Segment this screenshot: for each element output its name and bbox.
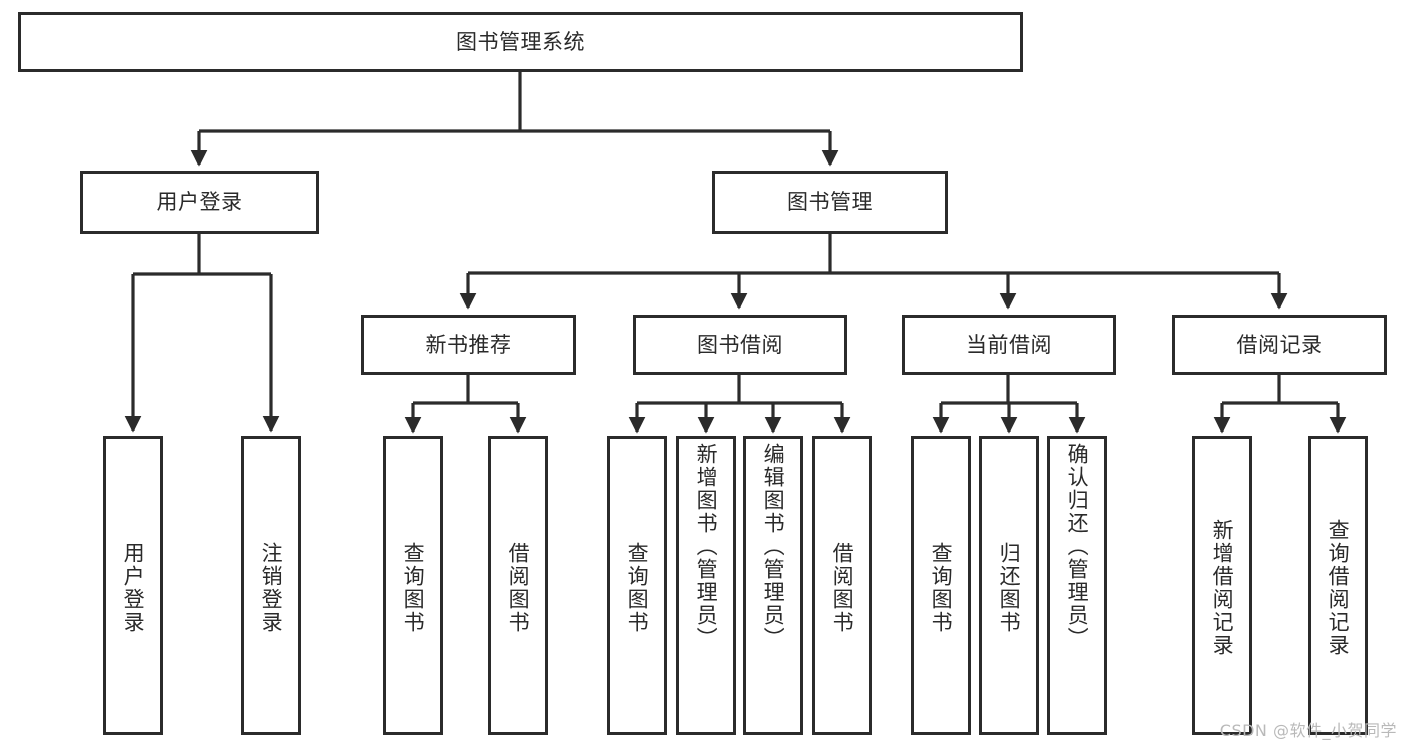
node-leaf-add-record-label: 新增借阅记录	[1210, 518, 1235, 657]
node-leaf-borrow-book-2-label: 借阅图书	[830, 541, 855, 634]
node-leaf-query-book-2-label: 查询图书	[625, 541, 650, 634]
node-leaf-query-record[interactable]: 查询借阅记录	[1308, 436, 1368, 735]
node-user-login-label: 用户登录	[156, 190, 243, 215]
node-leaf-borrow-book-2[interactable]: 借阅图书	[812, 436, 872, 735]
node-leaf-user-login[interactable]: 用户登录	[103, 436, 163, 735]
node-leaf-user-login-label: 用户登录	[121, 541, 146, 634]
node-leaf-edit-book-label: 编辑图书（管理员）	[761, 443, 786, 650]
node-borrow-record[interactable]: 借阅记录	[1172, 315, 1387, 375]
node-root[interactable]: 图书管理系统	[18, 12, 1023, 72]
node-current-borrow[interactable]: 当前借阅	[902, 315, 1116, 375]
node-book-borrow[interactable]: 图书借阅	[633, 315, 847, 375]
node-borrow-record-label: 借阅记录	[1236, 332, 1323, 357]
node-leaf-query-book-3-label: 查询图书	[929, 541, 954, 634]
node-current-borrow-label: 当前借阅	[966, 332, 1052, 357]
node-leaf-confirm-return-label: 确认归还（管理员）	[1065, 443, 1090, 650]
node-leaf-return-book[interactable]: 归还图书	[979, 436, 1039, 735]
node-new-book-recommend[interactable]: 新书推荐	[361, 315, 576, 375]
node-leaf-edit-book[interactable]: 编辑图书（管理员）	[743, 436, 803, 735]
node-leaf-add-record[interactable]: 新增借阅记录	[1192, 436, 1252, 735]
node-leaf-query-record-label: 查询借阅记录	[1326, 518, 1351, 657]
node-leaf-return-book-label: 归还图书	[997, 541, 1022, 634]
node-leaf-logout-login[interactable]: 注销登录	[241, 436, 301, 735]
node-book-manage-label: 图书管理	[787, 190, 873, 215]
node-leaf-add-book[interactable]: 新增图书（管理员）	[676, 436, 736, 735]
node-book-manage[interactable]: 图书管理	[712, 171, 948, 234]
node-book-borrow-label: 图书借阅	[697, 332, 783, 357]
node-leaf-add-book-label: 新增图书（管理员）	[694, 443, 719, 650]
node-leaf-query-book-3[interactable]: 查询图书	[911, 436, 971, 735]
node-leaf-logout-login-label: 注销登录	[259, 541, 284, 634]
node-leaf-query-book-1[interactable]: 查询图书	[383, 436, 443, 735]
node-leaf-query-book-2[interactable]: 查询图书	[607, 436, 667, 735]
node-new-book-recommend-label: 新书推荐	[425, 332, 512, 357]
node-leaf-query-book-1-label: 查询图书	[401, 541, 426, 634]
node-leaf-borrow-book-1[interactable]: 借阅图书	[488, 436, 548, 735]
csdn-watermark: CSDN @软件_小贺同学	[1219, 721, 1397, 740]
node-leaf-borrow-book-1-label: 借阅图书	[506, 541, 531, 634]
node-leaf-confirm-return[interactable]: 确认归还（管理员）	[1047, 436, 1107, 735]
node-root-label: 图书管理系统	[456, 29, 585, 54]
node-user-login[interactable]: 用户登录	[80, 171, 319, 234]
